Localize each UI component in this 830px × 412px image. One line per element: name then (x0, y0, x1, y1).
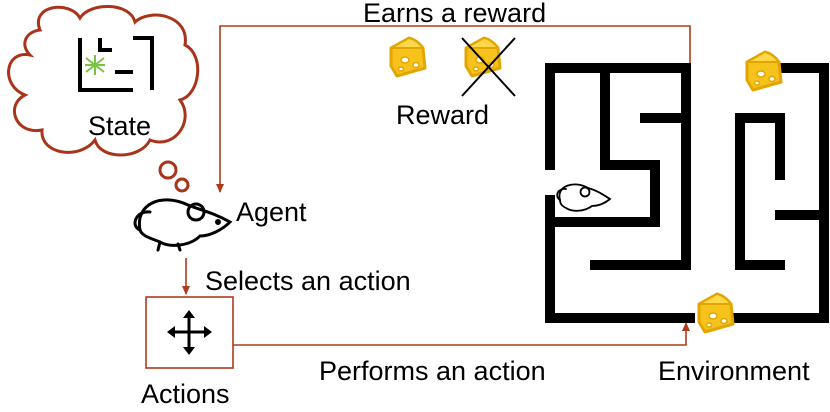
maze-icon (545, 63, 829, 323)
environment-label: Environment (658, 356, 810, 386)
state-position-icon (85, 55, 105, 75)
cheese-icon (697, 292, 735, 334)
state-maze-icon (78, 36, 154, 92)
reward-label: Reward (396, 100, 490, 130)
agent-mouse-icon (133, 198, 233, 252)
actions-label: Actions (141, 379, 230, 409)
maze-mouse-icon (556, 183, 612, 212)
earns-reward-arrow (216, 25, 691, 193)
performs-action-arrow (233, 322, 690, 346)
agent-label: Agent (236, 197, 307, 227)
earns-reward-label: Earns a reward (363, 0, 547, 28)
cheese-icon (745, 50, 783, 92)
selects-action-label: Selects an action (205, 266, 411, 296)
crossed-cheese-icon (461, 36, 516, 97)
performs-action-label: Performs an action (319, 356, 546, 386)
move-arrows-icon (167, 310, 212, 355)
state-label: State (88, 111, 152, 141)
reward-cheese-icon (389, 36, 427, 78)
thought-cloud-icon (7, 5, 200, 193)
